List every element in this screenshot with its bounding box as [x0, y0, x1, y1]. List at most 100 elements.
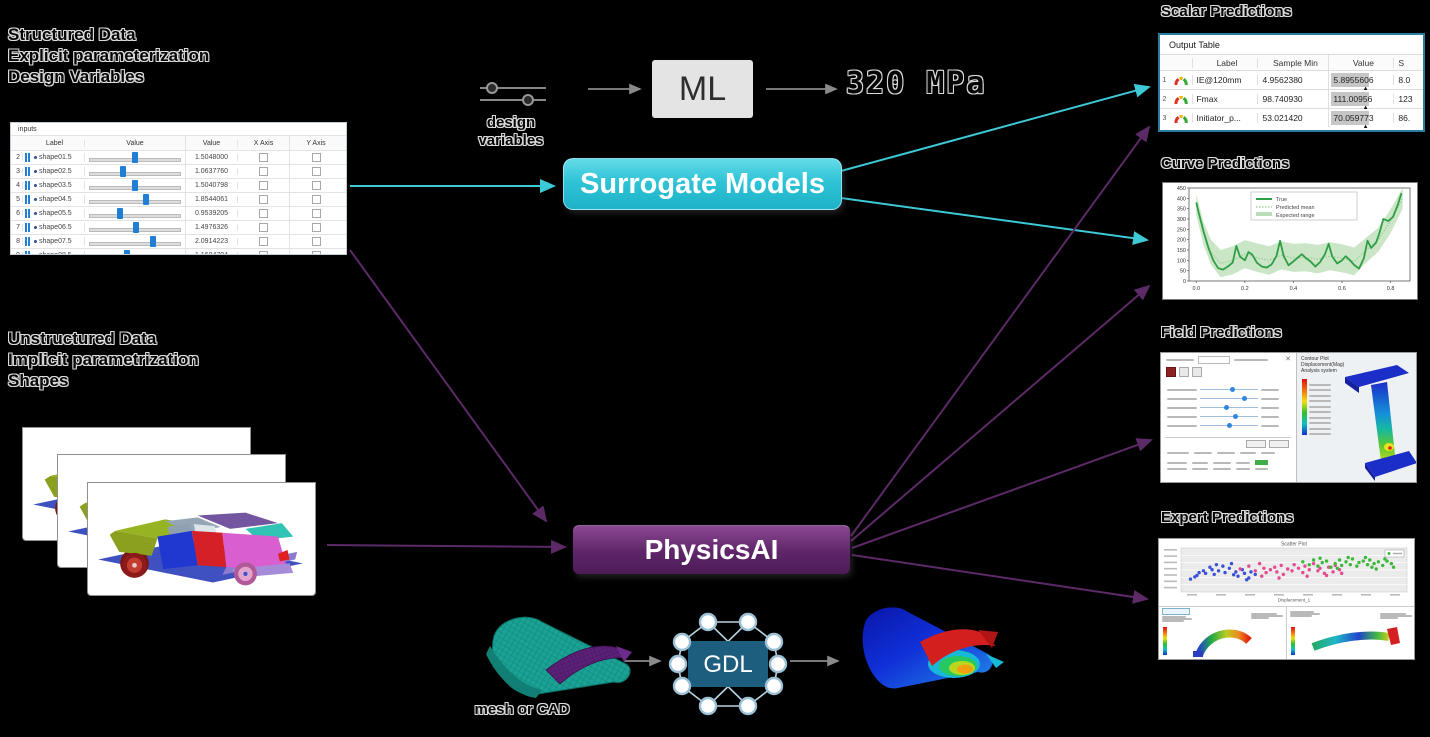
expand-bullet[interactable]	[34, 254, 37, 255]
field-variable-row	[1161, 412, 1295, 421]
design-variables-label: design variables	[478, 114, 544, 149]
slider-handle[interactable]	[117, 208, 124, 219]
verify-button[interactable]	[1246, 440, 1266, 448]
slider-handle[interactable]	[119, 166, 126, 177]
slider-handle[interactable]	[133, 222, 139, 233]
field-tool-button[interactable]	[1179, 367, 1189, 377]
slider-handle[interactable]	[124, 250, 131, 254]
slider-handle[interactable]	[132, 152, 139, 163]
field-predictions-title: Field Predictions	[1161, 324, 1282, 341]
row-number: 6	[11, 210, 23, 217]
predict-button[interactable]	[1269, 440, 1289, 448]
close-icon[interactable]: ✕	[1285, 356, 1291, 363]
sample-min-value: 4.9562380	[1257, 75, 1328, 85]
ml-node: ML	[652, 60, 753, 118]
expand-bullet[interactable]	[34, 184, 37, 187]
variable-icon	[25, 181, 32, 190]
field-predictions-window: ✕	[1160, 352, 1417, 483]
field-variable-row	[1161, 394, 1295, 403]
contour-tab[interactable]	[1162, 608, 1190, 615]
expand-bullet[interactable]	[34, 240, 37, 243]
field-dropdown-placeholder[interactable]	[1166, 359, 1194, 361]
sample-min-value: 53.021420	[1257, 113, 1328, 123]
expand-bullet[interactable]	[34, 198, 37, 201]
predicted-value-cell: 111.00956 ▲	[1328, 90, 1393, 111]
y-axis-checkbox[interactable]	[311, 223, 321, 232]
slider-handle[interactable]	[149, 236, 156, 247]
clipped-value: 8.0	[1393, 75, 1423, 85]
physicsai-node: PhysicsAI	[573, 525, 850, 574]
row-number: 5	[11, 196, 23, 203]
field-text-placeholder	[1234, 359, 1268, 361]
field-variable-row	[1161, 385, 1295, 394]
expand-bullet[interactable]	[34, 226, 37, 229]
y-axis-checkbox[interactable]	[311, 237, 321, 246]
svg-text:400: 400	[1177, 196, 1186, 202]
x-axis-checkbox[interactable]	[259, 181, 268, 190]
y-axis-checkbox[interactable]	[311, 153, 321, 162]
slider-handle[interactable]	[142, 194, 149, 205]
svg-text:True: True	[1276, 197, 1287, 203]
field-dropdown[interactable]	[1198, 356, 1230, 364]
variable-label: shape04.5	[39, 196, 72, 203]
x-axis-checkbox[interactable]	[259, 195, 268, 204]
column-header-sample-min: Sample Min	[1257, 57, 1328, 68]
slider-track[interactable]	[89, 241, 181, 246]
variable-icon	[25, 167, 32, 176]
y-axis-checkbox[interactable]	[311, 251, 321, 254]
inputs-table-row: 7 shape06.5 1.4976326	[11, 220, 346, 234]
slider-track[interactable]	[89, 213, 181, 218]
variable-icon	[25, 251, 32, 254]
inputs-table-row: 5 shape04.5 1.8544061	[11, 192, 346, 206]
x-axis-checkbox[interactable]	[259, 209, 268, 218]
field-tool-button[interactable]	[1192, 367, 1202, 377]
field-variable-row	[1161, 421, 1295, 430]
field-tool-button-red[interactable]	[1166, 367, 1176, 377]
variable-value: 1.1684704	[186, 252, 238, 254]
x-axis-checkbox[interactable]	[259, 223, 268, 232]
output-table-row: 1 IE@120mm 4.9562380 5.8955606 ▲ 8.0	[1160, 70, 1423, 92]
value-marker-icon: ▲	[1362, 105, 1369, 111]
x-axis-checkbox[interactable]	[259, 251, 268, 254]
y-axis-checkbox[interactable]	[311, 167, 321, 176]
column-header-label: Label	[23, 139, 85, 147]
output-table-row: 2 Fmax 98.740930 111.00956 ▲ 123	[1160, 89, 1423, 111]
inputs-table-row: 6 shape05.5 0.9539205	[11, 206, 346, 220]
expert-contour-right	[1287, 607, 1414, 659]
expand-bullet[interactable]	[34, 170, 37, 173]
slider-track[interactable]	[89, 171, 181, 176]
field-slider[interactable]	[1200, 404, 1258, 410]
y-axis-checkbox[interactable]	[311, 181, 321, 190]
expand-bullet[interactable]	[34, 156, 37, 159]
svg-text:0: 0	[1183, 279, 1186, 285]
t-beam-contour	[1345, 365, 1416, 481]
svg-text:150: 150	[1177, 248, 1186, 254]
field-slider[interactable]	[1200, 395, 1258, 401]
field-slider[interactable]	[1200, 422, 1258, 428]
y-axis-checkbox[interactable]	[311, 209, 321, 218]
caption-line: Shapes	[8, 371, 69, 390]
field-slider[interactable]	[1200, 413, 1258, 419]
caption-line: Explicit parameterization	[8, 46, 210, 65]
output-table-header: Label Sample Min Value S	[1160, 54, 1423, 70]
column-header-label: Label	[1192, 57, 1257, 68]
row-number: 9	[11, 252, 23, 254]
svg-text:350: 350	[1177, 207, 1186, 213]
structured-data-caption: Structured Data Explicit parameterizatio…	[8, 24, 209, 87]
slider-track[interactable]	[89, 199, 181, 204]
inputs-table-row: 8 shape07.5 2.0914223	[11, 234, 346, 248]
row-number: 8	[11, 238, 23, 245]
slider-handle[interactable]	[132, 180, 139, 191]
x-axis-checkbox[interactable]	[259, 167, 268, 176]
x-axis-checkbox[interactable]	[259, 237, 268, 246]
field-slider[interactable]	[1200, 386, 1258, 392]
y-axis-checkbox[interactable]	[311, 195, 321, 204]
x-axis-checkbox[interactable]	[259, 153, 268, 162]
field-slider-rows	[1161, 385, 1295, 430]
expand-bullet[interactable]	[34, 212, 37, 215]
row-number: 3	[11, 168, 23, 175]
predicted-value-cell: 5.8955606 ▲	[1328, 71, 1393, 92]
field-run-summary-pane: ✕	[1161, 353, 1295, 482]
